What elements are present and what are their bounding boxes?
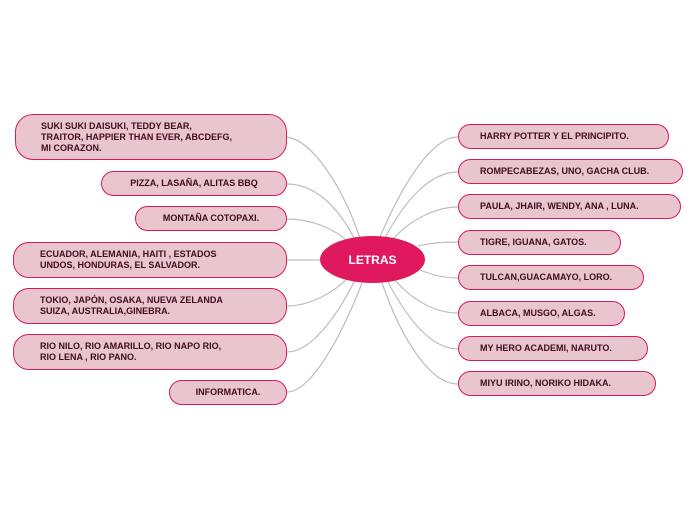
topic-countries[interactable]: ECUADOR, ALEMANIA, HAITI , ESTADOS UNDOS…: [13, 242, 287, 278]
connector-right-4: [417, 241, 459, 247]
topic-cities[interactable]: TOKIO, JAPÓN, OSAKA, NUEVA ZELANDA SUIZA…: [13, 288, 287, 324]
topic-animals[interactable]: TIGRE, IGUANA, GATOS.: [458, 230, 621, 255]
connector-left-5: [286, 275, 351, 307]
topic-names[interactable]: PAULA, JHAIR, WENDY, ANA , LUNA.: [458, 194, 681, 219]
topic-label: RIO NILO, RIO AMARILLO, RIO NAPO RIO, RI…: [40, 341, 222, 362]
connector-right-6: [394, 279, 459, 314]
topic-foods[interactable]: PIZZA, LASAÑA, ALITAS BBQ: [101, 171, 287, 196]
connector-right-1: [379, 136, 459, 238]
topic-label: MONTAÑA COTOPAXI.: [162, 213, 260, 223]
topic-label: ROMPECABEZAS, UNO, GACHA CLUB.: [480, 166, 650, 176]
connector-left-2: [286, 183, 356, 241]
topic-things[interactable]: TULCAN,GUACAMAYO, LORO.: [458, 265, 644, 290]
connector-right-8: [381, 282, 459, 385]
topic-label: TULCAN,GUACAMAYO, LORO.: [480, 272, 613, 282]
connector-left-1: [286, 136, 361, 239]
topic-label: SUKI SUKI DAISUKI, TEDDY BEAR, TRAITOR, …: [41, 120, 233, 153]
topic-label: MIYU IRINO, NORIKO HIDAKA.: [480, 378, 612, 388]
topic-songs[interactable]: SUKI SUKI DAISUKI, TEDDY BEAR, TRAITOR, …: [15, 114, 287, 160]
topic-mountain[interactable]: MONTAÑA COTOPAXI.: [135, 206, 287, 231]
central-topic-label: LETRAS: [348, 252, 397, 267]
connector-left-7: [286, 282, 363, 393]
topic-books[interactable]: HARRY POTTER Y EL PRINCIPITO.: [458, 124, 669, 149]
topic-people[interactable]: MIYU IRINO, NORIKO HIDAKA.: [458, 371, 656, 396]
topic-label: PAULA, JHAIR, WENDY, ANA , LUNA.: [480, 201, 639, 211]
topic-label: PIZZA, LASAÑA, ALITAS BBQ: [130, 178, 258, 188]
topic-games[interactable]: ROMPECABEZAS, UNO, GACHA CLUB.: [458, 159, 683, 184]
topic-anime[interactable]: MY HERO ACADEMI, NARUTO.: [458, 336, 648, 361]
topic-rivers[interactable]: RIO NILO, RIO AMARILLO, RIO NAPO RIO, RI…: [13, 334, 287, 370]
topic-label: ECUADOR, ALEMANIA, HAITI , ESTADOS UNDOS…: [40, 249, 217, 270]
topic-label: INFORMATICA.: [195, 387, 261, 397]
topic-subject[interactable]: INFORMATICA.: [169, 380, 287, 405]
connector-right-5: [419, 269, 459, 279]
topic-plants[interactable]: ALBACA, MUSGO, ALGAS.: [458, 301, 625, 326]
connector-right-2: [384, 171, 459, 239]
topic-label: TOKIO, JAPÓN, OSAKA, NUEVA ZELANDA SUIZA…: [40, 295, 223, 316]
topic-label: ALBACA, MUSGO, ALGAS.: [480, 308, 596, 318]
topic-label: TIGRE, IGUANA, GATOS.: [480, 237, 587, 247]
connector-right-3: [391, 206, 459, 241]
connector-left-6: [286, 279, 356, 353]
topic-label: HARRY POTTER Y EL PRINCIPITO.: [480, 131, 629, 141]
central-topic[interactable]: LETRAS: [320, 236, 425, 283]
topic-label: MY HERO ACADEMI, NARUTO.: [480, 343, 612, 353]
connector-right-7: [387, 281, 459, 350]
